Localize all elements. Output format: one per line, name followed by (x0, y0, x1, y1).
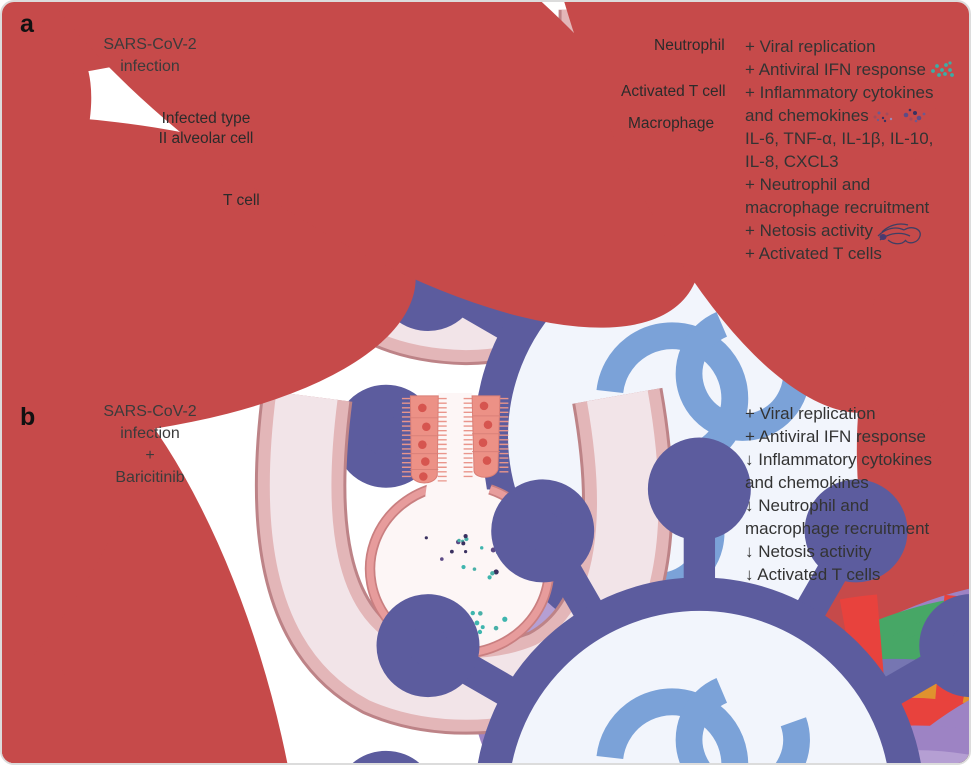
condition-b-line: Baricitinib (115, 469, 185, 486)
effect-line: + Viral replication (745, 404, 876, 423)
effect-line: + Activated T cells (745, 244, 882, 263)
effects-list-a: + Viral replication + Antiviral IFN resp… (745, 35, 969, 265)
effects-list-b: + Viral replication + Antiviral IFN resp… (745, 402, 969, 586)
effect-line: + Inflammatory cytokines (745, 83, 934, 102)
label-macrophage: Macrophage (628, 115, 715, 132)
cytokine-molecules-icon (873, 108, 926, 123)
effect-line: IL-8, CXCL3 (745, 152, 839, 171)
effect-line: ↓ Activated T cells (745, 565, 881, 584)
effect-line: + Antiviral IFN response (745, 427, 926, 446)
condition-a-line: infection (120, 58, 180, 75)
effect-line: and chemokines (745, 104, 969, 127)
condition-b-line: SARS-CoV-2 (103, 403, 197, 420)
airway-b (401, 392, 509, 497)
effect-line: IL-6, TNF-α, IL-1β, IL-10, (745, 129, 934, 148)
label-neutrophil: Neutrophil (654, 37, 725, 54)
capillary-vessel-b (254, 387, 674, 735)
panel-a-letter: a (20, 10, 34, 38)
condition-b: SARS-CoV-2 infection + Baricitinib (88, 401, 212, 489)
label-infected-cell: Infected type II alveolar cell (150, 109, 262, 149)
effect-line: and chemokines (745, 473, 869, 492)
condition-a-line: SARS-CoV-2 (103, 36, 197, 53)
effect-line: + Antiviral IFN response (745, 58, 969, 81)
effect-line: ↓ Inflammatory cytokines (745, 450, 933, 469)
effect-line: macrophage recruitment (745, 198, 930, 217)
label-activated-t-cell: Activated T cell (621, 83, 726, 100)
panel-b-letter: b (20, 403, 36, 431)
condition-a: SARS-CoV-2 infection (88, 34, 212, 78)
condition-b-line: + (145, 447, 155, 464)
condition-b-line: infection (120, 425, 180, 442)
effect-line: + Neutrophil and (745, 175, 871, 194)
net-fibers-icon (877, 223, 921, 245)
effect-line: + Netosis activity (745, 219, 969, 245)
label-infected-cell-line: Infected type (161, 110, 251, 127)
effect-line: ↓ Neutrophil and (745, 496, 869, 515)
effect-line: macrophage recruitment (745, 519, 930, 538)
label-t-cell: T cell (223, 192, 260, 209)
effect-line: + Viral replication (745, 37, 876, 56)
label-infected-cell-line: II alveolar cell (158, 130, 254, 147)
ifn-molecules-icon (931, 60, 954, 77)
effect-line: ↓ Netosis activity (745, 542, 872, 561)
